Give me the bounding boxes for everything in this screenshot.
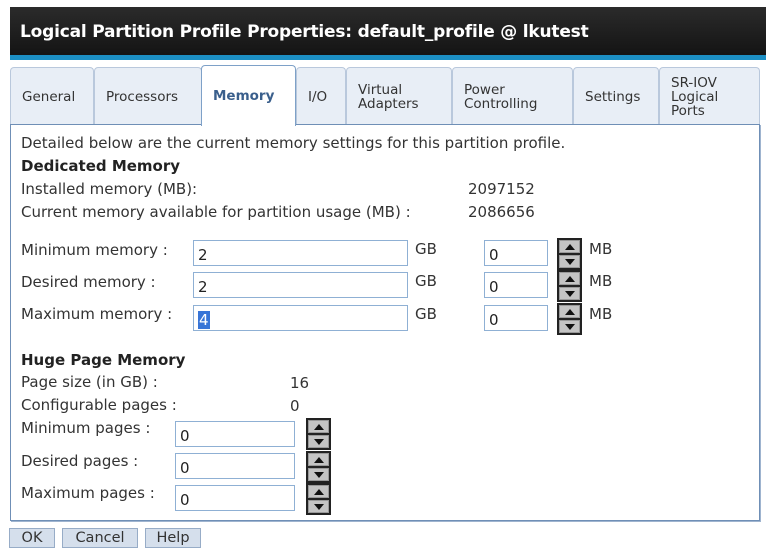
minimum-pages-input[interactable]: 0 [175, 421, 295, 447]
spin-down-icon[interactable] [308, 435, 329, 448]
desired-pages-spinner[interactable] [306, 451, 331, 483]
minimum-memory-gb-input[interactable]: 2 [193, 240, 408, 266]
available-memory-value: 2086656 [468, 203, 535, 221]
maximum-memory-label: Maximum memory : [21, 305, 173, 323]
tab-bar: General Processors Memory I/O Virtual Ad… [10, 65, 762, 126]
tab-label: SR-IOV Logical Ports [671, 74, 719, 119]
window-title: Logical Partition Profile Properties: de… [20, 22, 589, 42]
available-memory-label: Current memory available for partition u… [21, 203, 411, 221]
input-value: 0 [180, 427, 190, 445]
help-button[interactable]: Help [145, 528, 201, 548]
tab-processors[interactable]: Processors [94, 67, 202, 125]
gb-unit-label: GB [415, 305, 437, 323]
tab-label: Virtual Adapters [358, 81, 419, 112]
maximum-memory-gb-input[interactable]: 4 [193, 305, 408, 331]
minimum-memory-mb-spinner[interactable] [557, 238, 582, 270]
desired-memory-label: Desired memory : [21, 273, 156, 291]
tab-sr-iov-logical-ports[interactable]: SR-IOV Logical Ports [659, 67, 760, 125]
window-title-bar: Logical Partition Profile Properties: de… [10, 7, 766, 60]
gb-unit-label: GB [415, 240, 437, 258]
minimum-pages-spinner[interactable] [306, 418, 331, 450]
spin-up-icon[interactable] [559, 272, 580, 285]
tab-general[interactable]: General [10, 67, 94, 125]
tab-label: I/O [308, 88, 328, 105]
tab-label: General [22, 88, 76, 105]
input-value: 0 [180, 459, 190, 477]
input-value: 0 [180, 491, 190, 509]
huge-page-memory-heading: Huge Page Memory [21, 351, 186, 369]
desired-pages-input[interactable]: 0 [175, 453, 295, 479]
spin-down-icon[interactable] [308, 468, 329, 481]
ok-button[interactable]: OK [9, 528, 55, 548]
desired-memory-mb-input[interactable]: 0 [484, 272, 548, 298]
tab-memory[interactable]: Memory [201, 65, 296, 126]
installed-memory-label: Installed memory (MB): [21, 180, 198, 198]
tab-io[interactable]: I/O [296, 67, 346, 125]
configurable-pages-label: Configurable pages : [21, 396, 177, 414]
installed-memory-value: 2097152 [468, 180, 535, 198]
input-value: 0 [489, 311, 499, 329]
spin-up-icon[interactable] [559, 305, 580, 318]
mb-unit-label: MB [589, 240, 613, 258]
desired-pages-label: Desired pages : [21, 452, 139, 470]
desired-memory-gb-input[interactable]: 2 [193, 272, 408, 298]
minimum-pages-label: Minimum pages : [21, 419, 151, 437]
spin-down-icon[interactable] [559, 287, 580, 300]
spin-up-icon[interactable] [308, 485, 329, 498]
maximum-pages-spinner[interactable] [306, 483, 331, 515]
gb-unit-label: GB [415, 272, 437, 290]
tab-label: Memory [213, 88, 275, 104]
spin-down-icon[interactable] [559, 255, 580, 268]
spin-up-icon[interactable] [308, 420, 329, 433]
tab-settings[interactable]: Settings [573, 67, 659, 125]
spin-up-icon[interactable] [308, 453, 329, 466]
minimum-memory-mb-input[interactable]: 0 [484, 240, 548, 266]
page-size-label: Page size (in GB) : [21, 373, 158, 391]
configurable-pages-value: 0 [290, 397, 300, 415]
tab-power-controlling[interactable]: Power Controlling [452, 67, 573, 125]
input-value: 0 [489, 278, 499, 296]
cancel-button[interactable]: Cancel [62, 528, 138, 548]
tab-label: Power Controlling [464, 81, 538, 112]
dedicated-memory-heading: Dedicated Memory [21, 157, 181, 175]
maximum-pages-input[interactable]: 0 [175, 485, 295, 511]
maximum-memory-mb-input[interactable]: 0 [484, 305, 548, 331]
tab-label: Processors [106, 88, 179, 105]
input-value: 2 [198, 246, 208, 264]
maximum-memory-mb-spinner[interactable] [557, 303, 582, 335]
minimum-memory-label: Minimum memory : [21, 241, 168, 259]
intro-text: Detailed below are the current memory se… [21, 134, 566, 152]
mb-unit-label: MB [589, 305, 613, 323]
maximum-pages-label: Maximum pages : [21, 484, 155, 502]
desired-memory-mb-spinner[interactable] [557, 270, 582, 302]
tab-virtual-adapters[interactable]: Virtual Adapters [346, 67, 452, 125]
input-value: 2 [198, 278, 208, 296]
input-value: 0 [489, 246, 499, 264]
input-value-selected: 4 [198, 311, 210, 329]
spin-down-icon[interactable] [559, 320, 580, 333]
tab-label: Settings [585, 88, 641, 105]
page-size-value: 16 [290, 374, 310, 392]
spin-down-icon[interactable] [308, 500, 329, 513]
mb-unit-label: MB [589, 272, 613, 290]
spin-up-icon[interactable] [559, 240, 580, 253]
